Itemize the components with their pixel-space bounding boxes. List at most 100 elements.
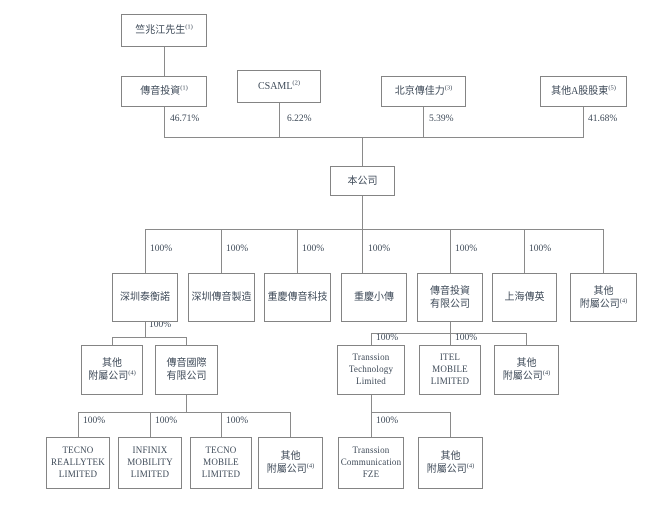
ownership-label: 100% xyxy=(149,320,172,330)
node-other-subsidiaries: 其他 附屬公司(4) xyxy=(81,345,143,395)
connector-line xyxy=(371,333,527,334)
connector-line xyxy=(524,229,525,273)
ownership-label: 100% xyxy=(455,333,478,343)
node-label: 傳音投資 有限公司 xyxy=(430,285,470,310)
connector-line xyxy=(450,322,451,333)
node-shenzhen-transsion-mfg: 深圳傳音製造 xyxy=(188,273,255,322)
node-note: (4) xyxy=(128,369,136,377)
node-label: 其他 附屬公司 xyxy=(502,358,543,382)
node-infinix-mobility-limited: INFINIX MOBILITY LIMITED xyxy=(118,437,182,489)
node-label: 其他A股股東 xyxy=(551,86,609,97)
node-label: 深圳傳音製造 xyxy=(191,292,252,303)
connector-line xyxy=(112,337,187,338)
connector-line xyxy=(583,107,584,137)
connector-line xyxy=(112,337,113,345)
ownership-label: 5.39% xyxy=(429,114,454,124)
connector-line xyxy=(371,395,372,412)
ownership-label: 100% xyxy=(150,244,173,254)
connector-line xyxy=(78,412,291,413)
connector-line xyxy=(164,137,584,138)
connector-line xyxy=(362,137,363,166)
connector-line xyxy=(150,412,151,437)
node-transsion-technology-ltd: Transsion Technology Limited xyxy=(337,345,405,395)
node-note: (1) xyxy=(185,23,193,31)
node-note: (5) xyxy=(608,84,616,92)
node-other-subsidiaries: 其他 附屬公司(4) xyxy=(418,437,483,489)
connector-line xyxy=(290,412,291,437)
node-note: (2) xyxy=(292,79,301,87)
node-label: ITEL MOBILE LIMITED xyxy=(430,352,470,386)
node-note: (4) xyxy=(619,297,628,305)
connector-line xyxy=(526,333,527,345)
ownership-label: 100% xyxy=(83,416,106,426)
ownership-label: 100% xyxy=(368,244,391,254)
node-beijing-chuanjiali: 北京傳佳力(3) xyxy=(381,76,466,107)
connector-line xyxy=(603,229,604,273)
node-note: (1) xyxy=(180,84,188,92)
node-note: (4) xyxy=(306,462,315,470)
node-other-subsidiaries: 其他 附屬公司(4) xyxy=(570,273,637,322)
connector-line xyxy=(145,322,146,337)
node-label: 本公司 xyxy=(347,175,378,187)
connector-line xyxy=(145,229,604,230)
node-shanghai-chuanying: 上海傳英 xyxy=(492,273,557,322)
ownership-label: 100% xyxy=(376,416,399,426)
node-note: (4) xyxy=(466,462,475,470)
connector-line xyxy=(186,337,187,345)
connector-line xyxy=(371,412,372,437)
connector-line xyxy=(371,333,372,345)
node-tecno-reallytek-limited: TECNO REALLYTEK LIMITED xyxy=(46,437,110,489)
connector-line xyxy=(450,229,451,273)
node-csaml: CSAML(2) xyxy=(237,70,321,103)
node-label: 傳音投資 xyxy=(140,86,181,97)
node-tecno-mobile-limited: TECNO MOBILE LIMITED xyxy=(190,437,252,489)
connector-line xyxy=(164,47,165,76)
connector-line xyxy=(423,107,424,137)
node-label: 其他 附屬公司 xyxy=(579,285,620,310)
connector-line xyxy=(221,229,222,273)
node-transsion-communication-fze: Transsion Communication FZE xyxy=(338,437,404,489)
node-label: 重慶小傳 xyxy=(354,292,394,303)
ownership-label: 100% xyxy=(302,244,325,254)
connector-line xyxy=(371,412,451,413)
connector-line xyxy=(164,107,165,137)
connector-line xyxy=(145,229,146,273)
node-chongqing-xiaochuan: 重慶小傳 xyxy=(341,273,407,322)
node-label: 北京傳佳力 xyxy=(394,86,445,97)
connector-line xyxy=(297,229,298,273)
connector-line xyxy=(186,395,187,412)
node-label: Transsion Communication FZE xyxy=(340,445,402,479)
node-itel-mobile-limited: ITEL MOBILE LIMITED xyxy=(419,345,481,395)
node-transsion-investment: 傳音投資(1) xyxy=(121,76,207,107)
node-shenzhen-tai-heng-nuo: 深圳泰衡諾 xyxy=(112,273,178,322)
connector-line xyxy=(362,196,363,273)
node-other-subsidiaries: 其他 附屬公司(4) xyxy=(258,437,323,489)
node-label: INFINIX MOBILITY LIMITED xyxy=(127,445,173,479)
connector-line xyxy=(78,412,79,437)
node-label: 重慶傳音科技 xyxy=(267,292,328,303)
node-note: (3) xyxy=(444,84,453,92)
ownership-label: 100% xyxy=(226,244,249,254)
node-label: CSAML xyxy=(257,81,293,92)
node-chongqing-transsion-tech: 重慶傳音科技 xyxy=(264,273,331,322)
connector-line xyxy=(221,412,222,437)
ownership-label: 100% xyxy=(376,333,399,343)
node-transsion-investment-co: 傳音投資 有限公司 xyxy=(417,273,483,322)
node-label: TECNO REALLYTEK LIMITED xyxy=(51,445,105,479)
node-label: 傳音國際 有限公司 xyxy=(166,358,207,382)
node-label: TECNO MOBILE LIMITED xyxy=(201,445,241,479)
ownership-label: 41.68% xyxy=(588,114,618,124)
node-zhu-zhaojiang: 竺兆江先生(1) xyxy=(121,14,207,47)
ownership-label: 100% xyxy=(226,416,249,426)
ownership-label: 100% xyxy=(455,244,478,254)
connector-line xyxy=(450,333,451,345)
node-other-a-share-holders: 其他A股股東(5) xyxy=(540,76,627,107)
ownership-label: 6.22% xyxy=(287,114,312,124)
node-label: 其他 附屬公司 xyxy=(88,358,129,382)
node-label: 其他 附屬公司 xyxy=(266,451,307,475)
node-label: 深圳泰衡諾 xyxy=(120,292,170,303)
ownership-label: 46.71% xyxy=(170,114,200,124)
node-label: 竺兆江先生 xyxy=(135,25,186,36)
node-other-subsidiaries: 其他 附屬公司(4) xyxy=(494,345,559,395)
